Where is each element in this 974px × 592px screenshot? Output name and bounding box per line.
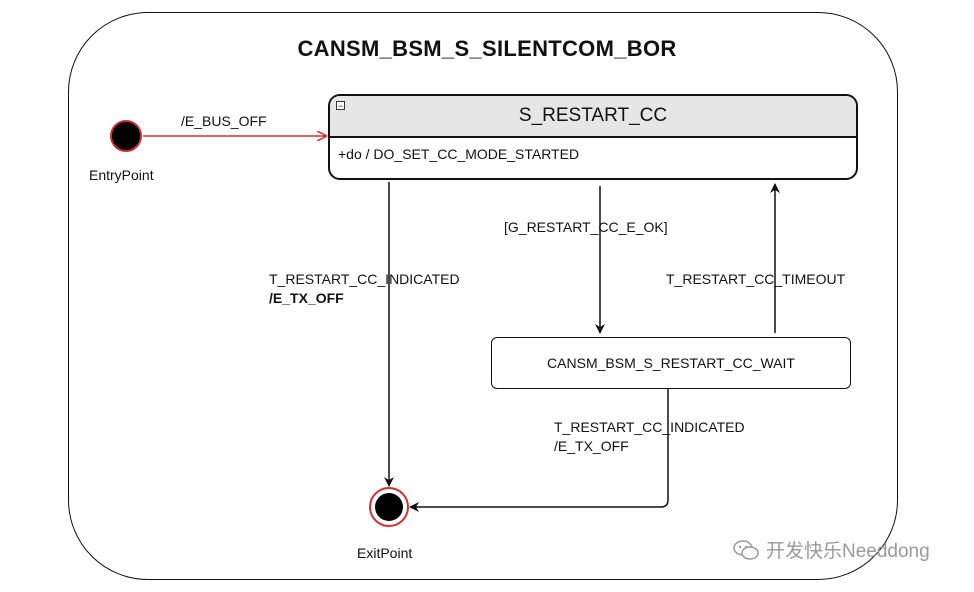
wait-to-exit-trigger: T_RESTART_CC_INDICATED: [554, 419, 745, 435]
watermark-text: 开发快乐Needdong: [766, 541, 930, 562]
restart-to-exit-trigger: T_RESTART_CC_INDICATED: [269, 271, 460, 287]
restart-state-header: − S_RESTART_CC: [330, 96, 856, 138]
wait-to-restart-label: T_RESTART_CC_TIMEOUT: [666, 271, 846, 287]
wait-state[interactable]: CANSM_BSM_S_RESTART_CC_WAIT: [491, 337, 851, 389]
restart-to-wait-label: [G_RESTART_CC_E_OK]: [504, 219, 668, 235]
exit-point-label: ExitPoint: [357, 545, 413, 561]
restart-to-exit-action: /E_TX_OFF: [269, 290, 344, 306]
restart-state-title: S_RESTART_CC: [518, 105, 668, 126]
watermark: 开发快乐Needdong: [732, 536, 930, 563]
entry-transition-label: /E_BUS_OFF: [181, 113, 267, 129]
wait-to-exit-label: T_RESTART_CC_INDICATED /E_TX_OFF: [554, 418, 745, 456]
exit-point-core: [375, 493, 403, 521]
minus-icon[interactable]: −: [336, 101, 345, 111]
outer-state-title: CANSM_BSM_S_SILENTCOM_BOR: [297, 36, 677, 61]
entry-point-node[interactable]: [110, 120, 142, 152]
wait-state-title: CANSM_BSM_S_RESTART_CC_WAIT: [547, 355, 795, 371]
wait-to-exit-action: /E_TX_OFF: [554, 438, 629, 454]
entry-point-label: EntryPoint: [89, 167, 154, 183]
wechat-icon: [733, 539, 759, 560]
restart-to-exit-label: T_RESTART_CC_INDICATED /E_TX_OFF: [269, 270, 460, 308]
outer-state-frame: [68, 12, 898, 580]
restart-state[interactable]: − S_RESTART_CC +do / DO_SET_CC_MODE_STAR…: [328, 94, 858, 180]
wait-to-exit-edge: [409, 389, 669, 512]
restart-state-activity: +do / DO_SET_CC_MODE_STARTED: [338, 146, 580, 162]
